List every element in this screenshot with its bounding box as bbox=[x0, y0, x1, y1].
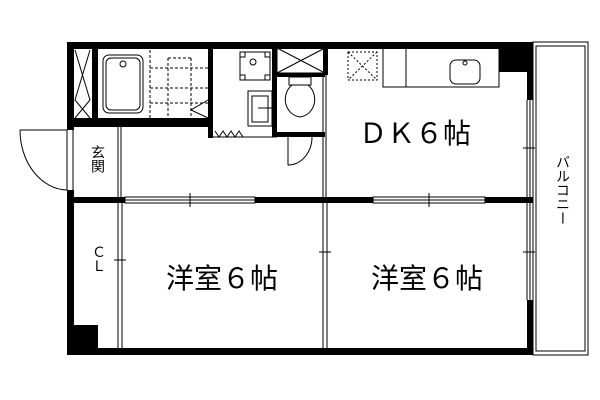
room-label-dk: ＤＫ６帖 bbox=[359, 117, 471, 150]
washroom-curtain bbox=[214, 130, 244, 138]
sliding-door-dk-room2[interactable] bbox=[372, 193, 486, 207]
refrigerator-space bbox=[347, 51, 378, 81]
toilet-door[interactable] bbox=[287, 136, 313, 166]
room-label-closet: ＣＬ bbox=[90, 245, 106, 273]
storage-cabinet bbox=[74, 49, 91, 119]
sliding-door-hall-room1[interactable] bbox=[124, 193, 256, 207]
walls bbox=[67, 42, 533, 355]
toilet-shelf bbox=[276, 47, 326, 74]
room-partition-window bbox=[319, 203, 331, 350]
room-label-western-2: 洋室６帖 bbox=[371, 262, 483, 295]
bathtub bbox=[102, 54, 144, 114]
entrance-door[interactable] bbox=[19, 129, 74, 191]
washbasin bbox=[247, 90, 273, 127]
toilet bbox=[284, 76, 316, 118]
room-label-entrance: 玄関 bbox=[89, 144, 105, 174]
closet-doors[interactable] bbox=[114, 203, 126, 350]
bath-floor-grid bbox=[149, 50, 208, 118]
kitchen-counter bbox=[382, 47, 500, 88]
washing-machine bbox=[239, 51, 271, 81]
bath-door[interactable] bbox=[189, 99, 209, 119]
room-label-balcony: バルコニー bbox=[554, 155, 570, 225]
room-label-western-1: 洋室６帖 bbox=[166, 262, 278, 295]
